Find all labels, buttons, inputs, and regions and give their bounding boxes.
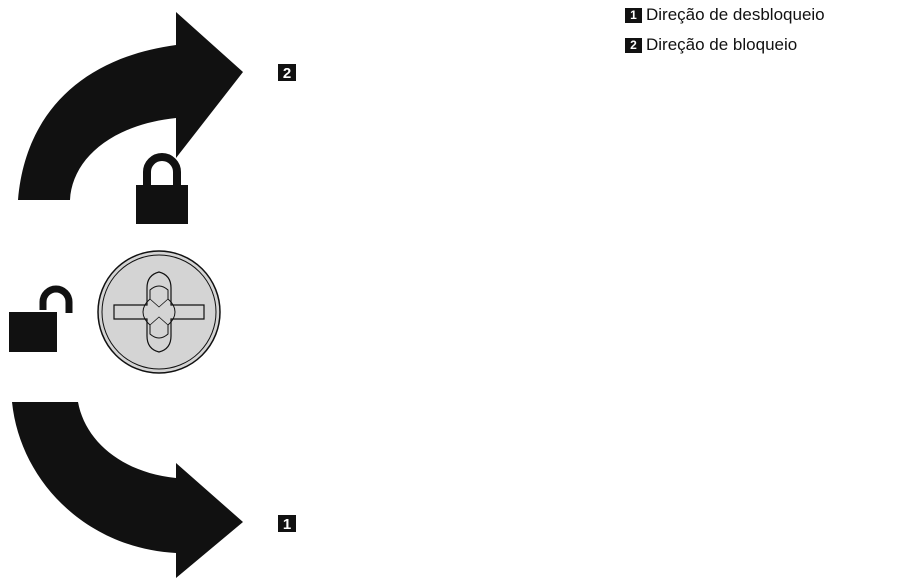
callout-1-label: 1 bbox=[283, 516, 291, 533]
legend-item-unlock: 1 Direção de desbloqueio bbox=[625, 0, 825, 30]
open-padlock-icon bbox=[9, 285, 73, 352]
unlock-direction-arrow-icon bbox=[12, 402, 243, 578]
phillips-screw-icon bbox=[97, 250, 221, 374]
legend-badge-1: 1 bbox=[625, 7, 642, 23]
legend-badge-2: 2 bbox=[625, 37, 642, 53]
legend-item-lock: 2 Direção de bloqueio bbox=[625, 30, 825, 60]
legend: 1 Direção de desbloqueio 2 Direção de bl… bbox=[625, 0, 825, 60]
lock-direction-arrow-icon bbox=[18, 12, 243, 200]
callout-2-label: 2 bbox=[283, 65, 291, 82]
closed-padlock-icon bbox=[136, 153, 188, 224]
legend-label-lock: Direção de bloqueio bbox=[646, 35, 798, 54]
callout-1: 1 bbox=[278, 515, 296, 533]
callout-2: 2 bbox=[278, 64, 296, 82]
legend-label-unlock: Direção de desbloqueio bbox=[646, 5, 825, 24]
